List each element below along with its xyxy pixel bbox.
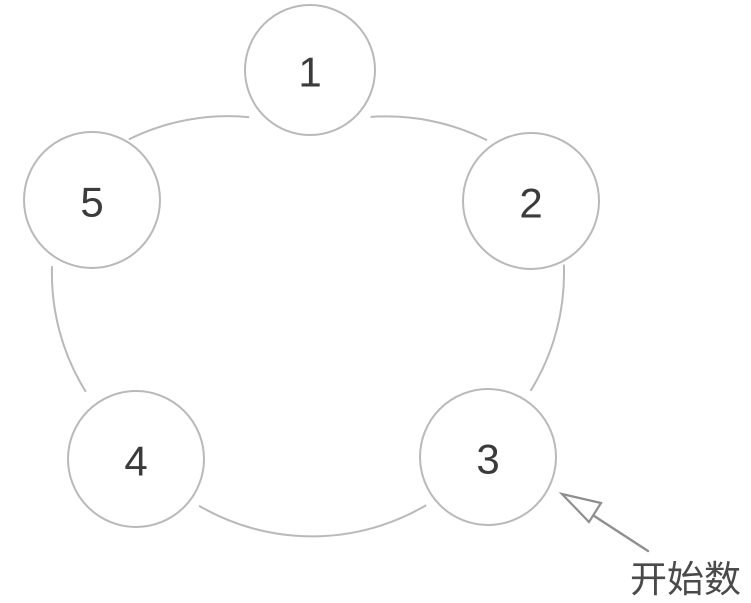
node-2-circle[interactable]: [462, 132, 600, 270]
node-2-label: 2: [519, 180, 542, 227]
link-node-3-node-4: [198, 504, 427, 538]
link-node-1-node-2: [370, 115, 488, 141]
annotation-arrow-shaft: [586, 510, 650, 553]
node-1-circle[interactable]: [244, 4, 376, 136]
annotation-label: 开始数: [630, 558, 741, 601]
node-5-circle[interactable]: [23, 131, 161, 269]
node-2[interactable]: 2: [462, 132, 600, 270]
start-annotation: 开始数: [558, 492, 741, 601]
node-3[interactable]: 3: [419, 388, 557, 526]
node-3-circle[interactable]: [419, 388, 557, 526]
link-node-4-node-5: [50, 265, 87, 393]
node-3-label: 3: [476, 436, 499, 483]
link-node-2-node-3: [530, 264, 565, 392]
annotation-arrow-head-icon: [558, 492, 603, 524]
node-5-label: 5: [80, 179, 103, 226]
node-4-label: 4: [124, 438, 147, 485]
ring-nodes: 1 2 3 4 5: [23, 4, 600, 528]
node-4-circle[interactable]: [67, 390, 205, 528]
node-1[interactable]: 1: [244, 4, 376, 136]
node-1-label: 1: [298, 49, 321, 96]
link-node-5-node-1: [128, 115, 250, 140]
ring-links: [50, 115, 565, 538]
node-5[interactable]: 5: [23, 131, 161, 269]
node-4[interactable]: 4: [67, 390, 205, 528]
